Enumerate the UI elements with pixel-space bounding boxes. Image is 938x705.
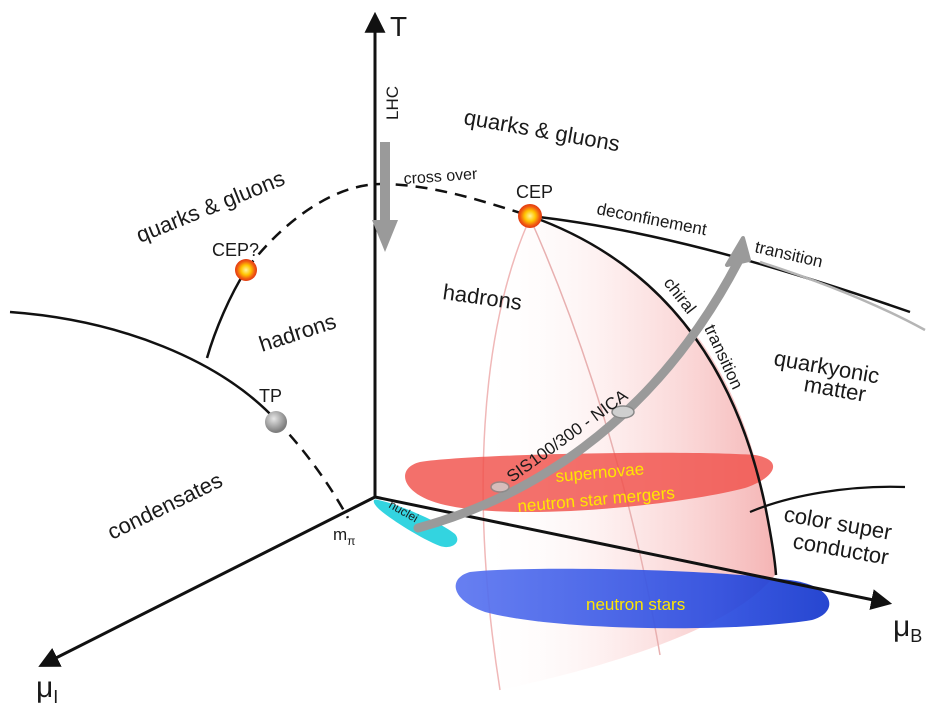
sis-nica-arrow-shaft	[413, 257, 743, 533]
tp-label: TP	[259, 386, 282, 406]
quarks-gluons-center-label: quarks & gluons	[462, 104, 622, 156]
csc-line	[749, 485, 906, 514]
cep-left-point	[235, 259, 257, 281]
mu-i-axis	[38, 495, 376, 667]
cep-left-label: CEP?	[212, 240, 259, 260]
cep-center-label: CEP	[516, 182, 553, 202]
crossover-dashed-line	[245, 182, 531, 271]
deconfinement-line	[529, 214, 911, 314]
left-cep-line	[205, 269, 248, 359]
chiral-transition-line	[529, 214, 778, 576]
deconfinement-line-faded	[759, 260, 926, 332]
nuclei-blob	[373, 499, 458, 548]
m-pi-label: mπ	[333, 525, 355, 548]
mu-i-axis-label: μI	[36, 671, 58, 705]
lhc-arrow-shaft	[380, 142, 390, 222]
sis-nica-arrow-head	[725, 236, 751, 267]
lhc-label: LHC	[383, 86, 402, 120]
left-dashed-line	[275, 419, 350, 519]
hadrons-left-label: hadrons	[256, 308, 339, 356]
cep-center-point	[518, 204, 542, 228]
tp-point	[265, 411, 287, 433]
lhc-arrow-head	[372, 220, 398, 252]
neutron-stars-blob	[455, 568, 830, 629]
neutron-stars-label: neutron stars	[586, 595, 685, 614]
cross-over-label: cross over	[403, 166, 478, 188]
t-axis-label: T	[390, 11, 407, 42]
deconfinement-label: deconfinement	[595, 199, 708, 239]
sis-marker	[490, 481, 510, 493]
nica-marker	[611, 405, 635, 419]
left-transition-line	[9, 310, 277, 421]
quarks-gluons-left-label: quarks & gluons	[133, 165, 289, 247]
mu-b-axis-label: μB	[893, 610, 922, 646]
condensates-label: condensates	[103, 467, 226, 544]
